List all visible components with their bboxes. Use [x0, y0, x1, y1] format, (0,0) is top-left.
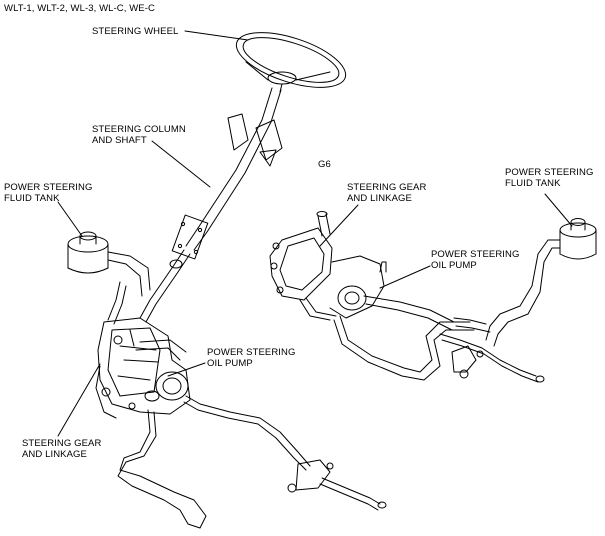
leader-steering-wheel: [184, 30, 249, 41]
right-fluid-tank-drawing: [453, 218, 597, 347]
label-right-gear-linkage: STEERING GEAR AND LINKAGE: [347, 182, 426, 204]
label-right-oil-pump-line1: POWER STEERING: [431, 249, 520, 260]
label-left-gear-linkage-line1: STEERING GEAR: [22, 438, 102, 449]
label-left-gear-linkage-line2: AND LINKAGE: [22, 449, 87, 460]
label-right-fluid-tank-line1: POWER STEERING: [505, 167, 594, 178]
label-right-gear-linkage-line1: STEERING GEAR: [347, 182, 427, 193]
label-left-fluid-tank: POWER STEERING FLUID TANK: [4, 182, 93, 204]
model-list: WLT-1, WLT-2, WL-3, WL-C, WE-C: [4, 3, 155, 14]
label-left-gear-linkage: STEERING GEAR AND LINKAGE: [22, 438, 101, 460]
label-right-oil-pump: POWER STEERING OIL PUMP: [431, 249, 520, 271]
label-steering-column-line1: STEERING COLUMN: [92, 124, 186, 135]
label-steering-column: STEERING COLUMN AND SHAFT: [92, 124, 186, 146]
leader-left-oil-pump: [167, 362, 206, 377]
leader-left-gear-linkage: [57, 363, 101, 437]
label-right-fluid-tank-line2: FLUID TANK: [505, 178, 561, 189]
label-right-fluid-tank: POWER STEERING FLUID TANK: [505, 167, 594, 189]
left-gear-assembly-drawing: [95, 317, 387, 529]
leader-lines: [57, 30, 573, 437]
label-left-fluid-tank-line1: POWER STEERING: [4, 182, 93, 193]
variant-label: G6: [318, 159, 331, 170]
label-left-fluid-tank-line2: FLUID TANK: [4, 193, 60, 204]
right-gear-assembly-drawing: [269, 211, 545, 383]
label-left-oil-pump-line2: OIL PUMP: [207, 358, 253, 369]
label-steering-column-line2: AND SHAFT: [92, 135, 147, 146]
leader-right-oil-pump: [379, 265, 431, 289]
label-right-oil-pump-line2: OIL PUMP: [431, 260, 477, 271]
steering-wheel-drawing: [235, 32, 347, 93]
label-steering-wheel: STEERING WHEEL: [92, 26, 179, 37]
label-left-oil-pump-line1: POWER STEERING: [207, 347, 296, 358]
label-left-oil-pump: POWER STEERING OIL PUMP: [207, 347, 296, 369]
leader-right-fluid-tank: [544, 193, 573, 227]
left-fluid-tank-drawing: [67, 231, 151, 325]
leader-left-fluid-tank: [57, 201, 83, 237]
steering-column-drawing: [139, 87, 283, 323]
leader-steering-column: [151, 140, 211, 188]
label-right-gear-linkage-line2: AND LINKAGE: [347, 193, 412, 204]
